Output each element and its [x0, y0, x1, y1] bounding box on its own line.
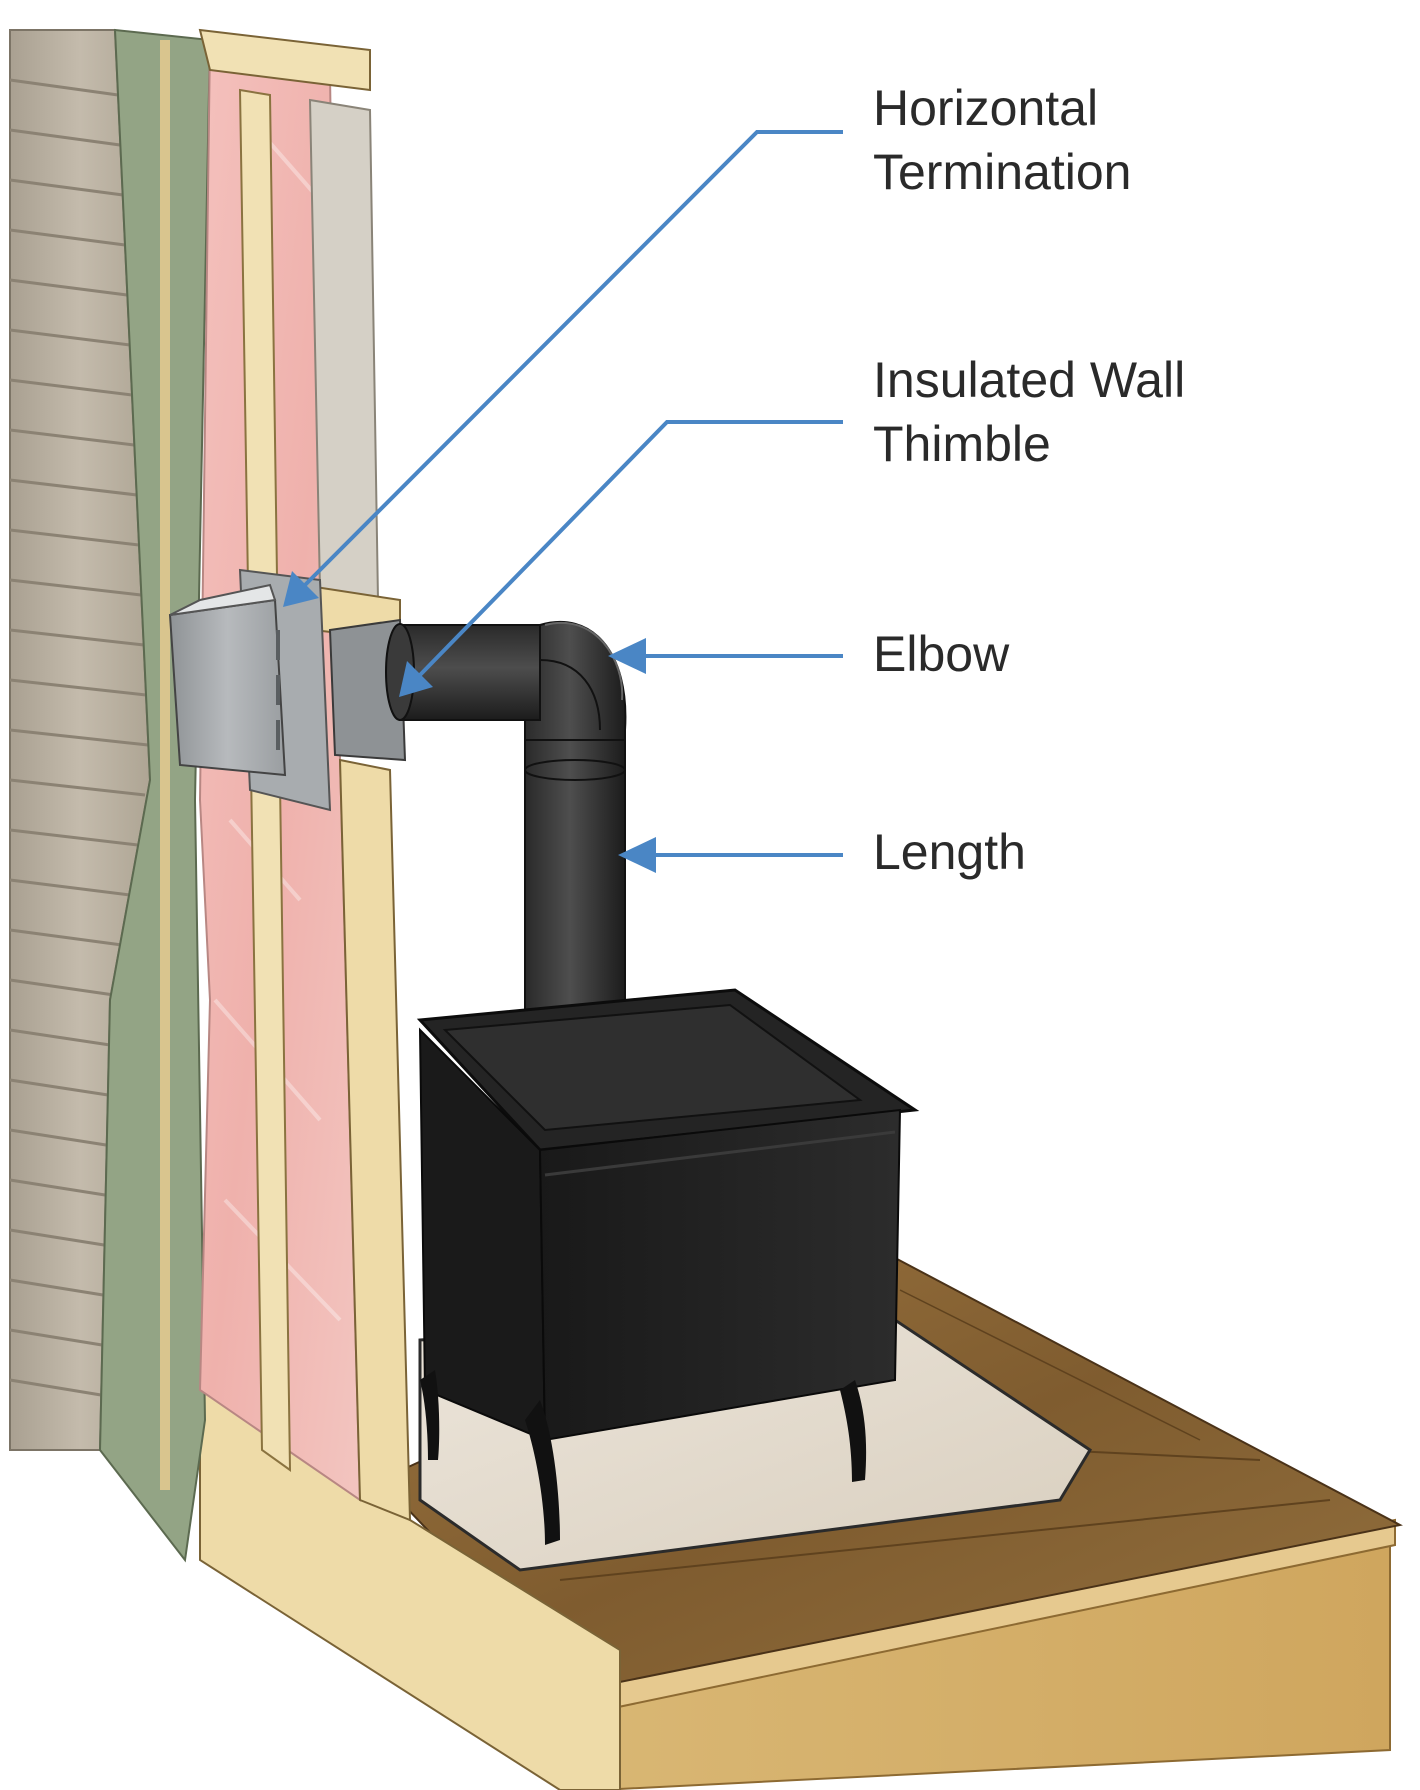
- label-line: Termination: [873, 144, 1132, 200]
- label-length: Length: [873, 820, 1026, 884]
- stove-leg: [525, 1400, 560, 1545]
- arrow-head-icon: [608, 638, 646, 674]
- label-line: Insulated Wall: [873, 352, 1186, 408]
- label-line: Horizontal: [873, 80, 1099, 136]
- floor-board-seam: [899, 1289, 1201, 1441]
- top-plate: [198, 28, 371, 92]
- label-horizontal-termination: Horizontal Termination: [873, 76, 1131, 204]
- horizontal-termination-cap: [168, 568, 332, 812]
- label-line: Length: [873, 824, 1026, 880]
- stove-side: [538, 1108, 902, 1442]
- bottom-plate: [199, 1388, 621, 1790]
- arrow-head-icon: [283, 571, 319, 607]
- label-line: Elbow: [873, 626, 1010, 682]
- stove-leg: [420, 1370, 440, 1460]
- siding-lap-lines: [9, 78, 149, 1397]
- wood-stove: [416, 988, 920, 1545]
- floor-board-seam: [559, 1499, 1331, 1581]
- arrow-head-icon: [618, 837, 656, 873]
- label-elbow: Elbow: [873, 622, 1009, 686]
- label-insulated-wall-thimble: Insulated Wall Thimble: [873, 348, 1185, 476]
- arrow-head-icon: [283, 571, 656, 873]
- leader-insulated-wall-thimble: [418, 420, 843, 677]
- rough-opening-back: [308, 98, 380, 602]
- label-line: Thimble: [873, 416, 1051, 472]
- leader-horizontal-termination: [303, 130, 843, 587]
- callout-leaders: [303, 130, 843, 857]
- stove-leg: [840, 1380, 867, 1482]
- arrow-head-icon: [399, 661, 433, 697]
- wall-sheathing: [98, 28, 212, 1563]
- exterior-siding: [9, 29, 152, 1451]
- wall-stud-front: [338, 758, 412, 1522]
